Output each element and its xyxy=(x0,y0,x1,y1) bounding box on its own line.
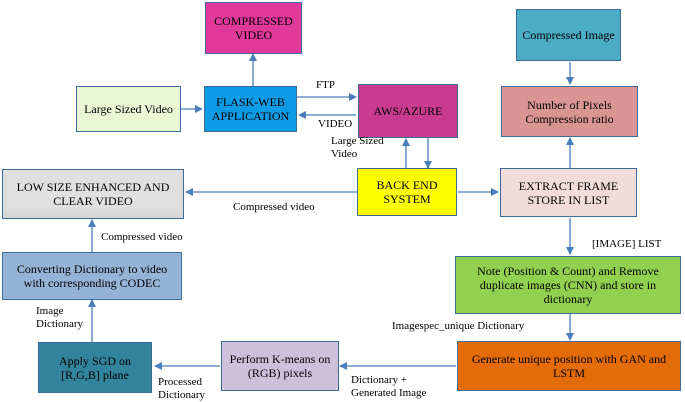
label-video: VIDEO xyxy=(318,118,353,130)
label-ftp: FTP xyxy=(316,79,335,91)
node-apply-sgd: Apply SGD on [R,G,B] plane xyxy=(38,342,152,393)
node-generate-gan-lstm: Generate unique position with GAN and LS… xyxy=(457,341,681,391)
node-converting-dictionary: Converting Dictionary to video with corr… xyxy=(2,252,182,300)
node-extract-frame: EXTRACT FRAME STORE IN LIST xyxy=(500,168,637,217)
label-image-dictionary: Image Dictionary xyxy=(36,305,84,330)
node-compressed-video: COMPRESSED VIDEO xyxy=(205,2,302,54)
label-image-list: [IMAGE] LIST xyxy=(592,238,662,250)
node-back-end-system: BACK END SYSTEM xyxy=(357,168,457,216)
node-flask-web-application: FLASK-WEB APPLICATION xyxy=(204,86,297,132)
label-compressed-video-main: Compressed video xyxy=(233,201,315,213)
node-pixels-compression-ratio: Number of Pixels Compression ratio xyxy=(501,86,638,137)
node-large-sized-video: Large Sized Video xyxy=(76,86,181,132)
node-low-size-enhanced-video: LOW SIZE ENHANCED AND CLEAR VIDEO xyxy=(2,169,184,219)
label-processed-dictionary: Processed Dictionary xyxy=(158,376,206,401)
label-dictionary-generated-image: Dictionary + Generated Image xyxy=(351,374,427,399)
label-large-sized-video: Large Sized Video xyxy=(331,135,384,160)
node-compressed-image: Compressed Image xyxy=(516,9,621,61)
label-imagespec-unique: Imagespec_unique Dictionary xyxy=(392,320,525,332)
node-perform-kmeans: Perform K-means on (RGB) pixels xyxy=(221,341,339,391)
label-compressed-video-up: Compressed video xyxy=(101,231,183,243)
node-note-position-count: Note (Position & Count) and Remove dupli… xyxy=(455,256,681,314)
node-aws-azure: AWS/AZURE xyxy=(358,84,458,138)
